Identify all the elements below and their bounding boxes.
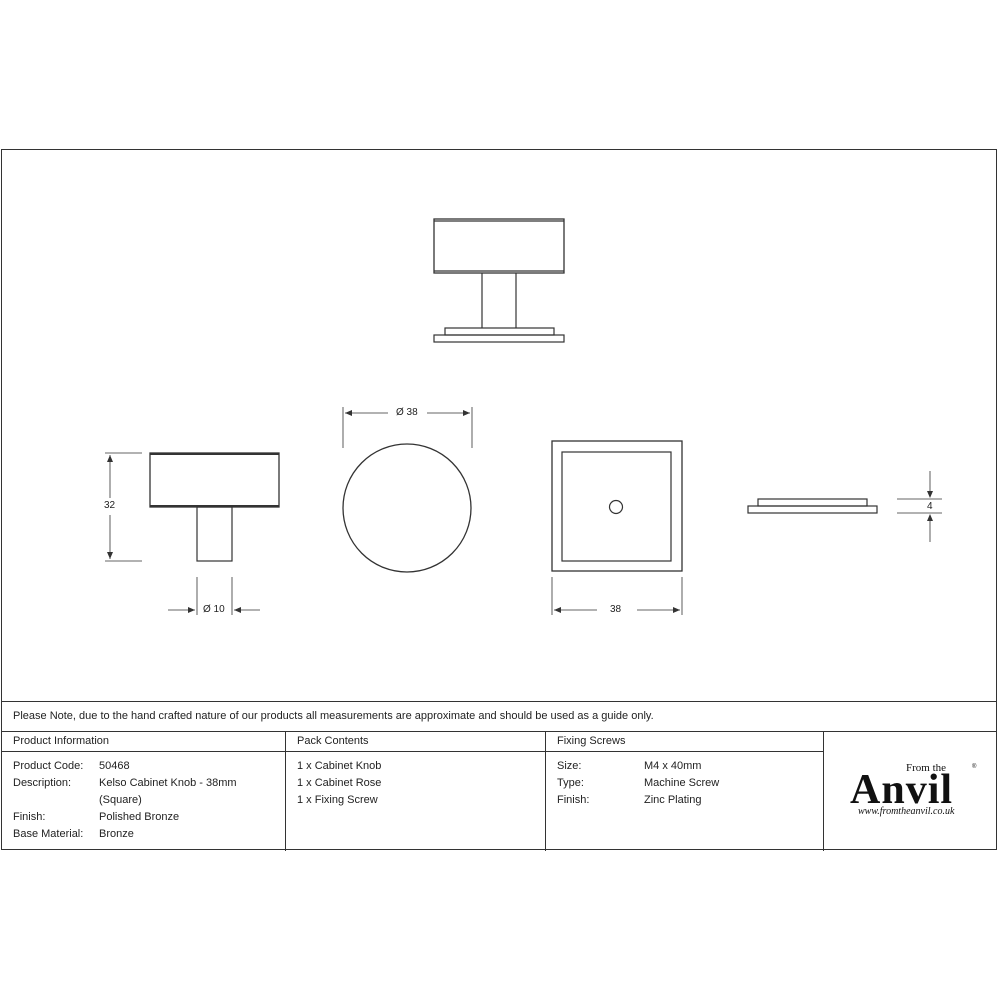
dim-rose-width: 38 — [610, 604, 622, 615]
screw-finish-value: Zinc Plating — [644, 794, 702, 806]
screw-size-value: M4 x 40mm — [644, 760, 702, 772]
description-value-cont: (Square) — [99, 794, 142, 806]
screw-type-label: Type: — [557, 777, 584, 789]
front-elevation-top — [433, 218, 565, 343]
drawing-frame — [1, 149, 997, 850]
rose-side — [747, 471, 942, 542]
column-divider-2 — [545, 731, 546, 851]
note-divider — [1, 731, 997, 732]
base-material-label: Base Material: — [13, 828, 84, 840]
from-the-anvil-logo: From the Anvil ® www.fromtheanvil.co.uk — [850, 762, 980, 822]
column-divider-3 — [823, 731, 824, 851]
table-top-divider — [1, 701, 997, 702]
product-code-value: 50468 — [99, 760, 130, 772]
product-info-header: Product Information — [13, 735, 109, 747]
description-value: Kelso Cabinet Knob - 38mm — [99, 777, 237, 789]
rose-plan-square — [551, 440, 683, 615]
pack-contents-header: Pack Contents — [297, 735, 369, 747]
pack-item: 1 x Fixing Screw — [297, 794, 378, 806]
dim-knob-height: 32 — [104, 500, 116, 511]
dim-rose-thickness: 4 — [927, 501, 933, 512]
finish-value: Polished Bronze — [99, 811, 180, 823]
column-divider-1 — [285, 731, 286, 851]
description-label: Description: — [13, 777, 72, 789]
product-code-label: Product Code: — [13, 760, 84, 772]
fixing-screws-header: Fixing Screws — [557, 735, 626, 747]
header-divider — [1, 751, 823, 752]
logo-brand: Anvil — [850, 767, 954, 813]
logo-from-the: From the — [906, 762, 947, 774]
measurement-note: Please Note, due to the hand crafted nat… — [13, 710, 654, 722]
finish-label: Finish: — [13, 811, 46, 823]
screw-type-value: Machine Screw — [644, 777, 720, 789]
base-material-value: Bronze — [99, 828, 134, 840]
logo-url: www.fromtheanvil.co.uk — [858, 806, 955, 817]
pack-item: 1 x Cabinet Rose — [297, 777, 382, 789]
pack-item: 1 x Cabinet Knob — [297, 760, 382, 772]
screw-size-label: Size: — [557, 760, 582, 772]
side-elevation — [105, 452, 280, 615]
registered-mark-icon: ® — [972, 764, 977, 770]
dim-knob-diameter: Ø 38 — [396, 407, 418, 418]
dim-spindle-diameter: Ø 10 — [203, 604, 225, 615]
plan-circle — [342, 407, 473, 573]
screw-finish-label: Finish: — [557, 794, 590, 806]
